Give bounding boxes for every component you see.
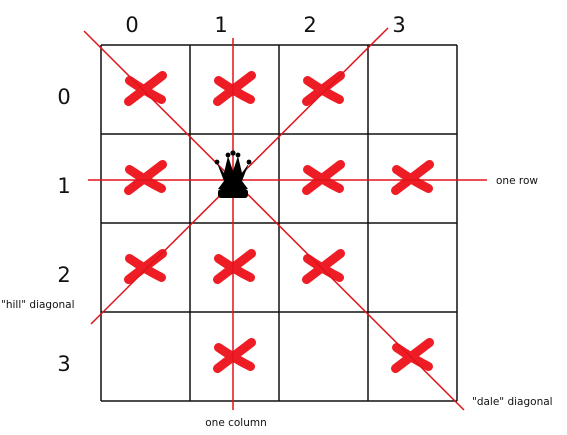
row-index-label: 1: [57, 174, 70, 198]
row-index-label: 2: [57, 263, 70, 287]
attacked-cross-mark: [302, 249, 345, 284]
column-index-label: 2: [303, 13, 316, 37]
queen-icon: [214, 150, 252, 198]
column-annotation: one column: [205, 417, 267, 429]
attacked-cross-mark: [302, 160, 345, 195]
attacked-cross-mark: [124, 160, 167, 195]
column-index-label: 0: [125, 13, 138, 37]
column-index-labels: 0 1 2 3: [125, 13, 405, 37]
attacked-cross-mark: [124, 71, 167, 106]
row-annotation: one row: [496, 175, 538, 187]
attacked-cross-mark: [213, 249, 256, 284]
attacked-cross-mark: [213, 71, 256, 106]
board-grid: [100, 44, 458, 402]
row-index-label: 0: [57, 85, 70, 109]
column-index-label: 1: [214, 13, 227, 37]
attacked-cross-mark: [391, 160, 434, 195]
row-index-labels: 0 1 2 3: [57, 85, 70, 376]
hill-diagonal-annotation: "hill" diagonal: [1, 299, 75, 311]
column-index-label: 3: [392, 13, 405, 37]
attacked-cross-mark: [213, 338, 256, 373]
row-index-label: 3: [57, 352, 70, 376]
dale-diagonal-line: [83, 30, 465, 411]
dale-diagonal-annotation: "dale" diagonal: [472, 396, 553, 408]
